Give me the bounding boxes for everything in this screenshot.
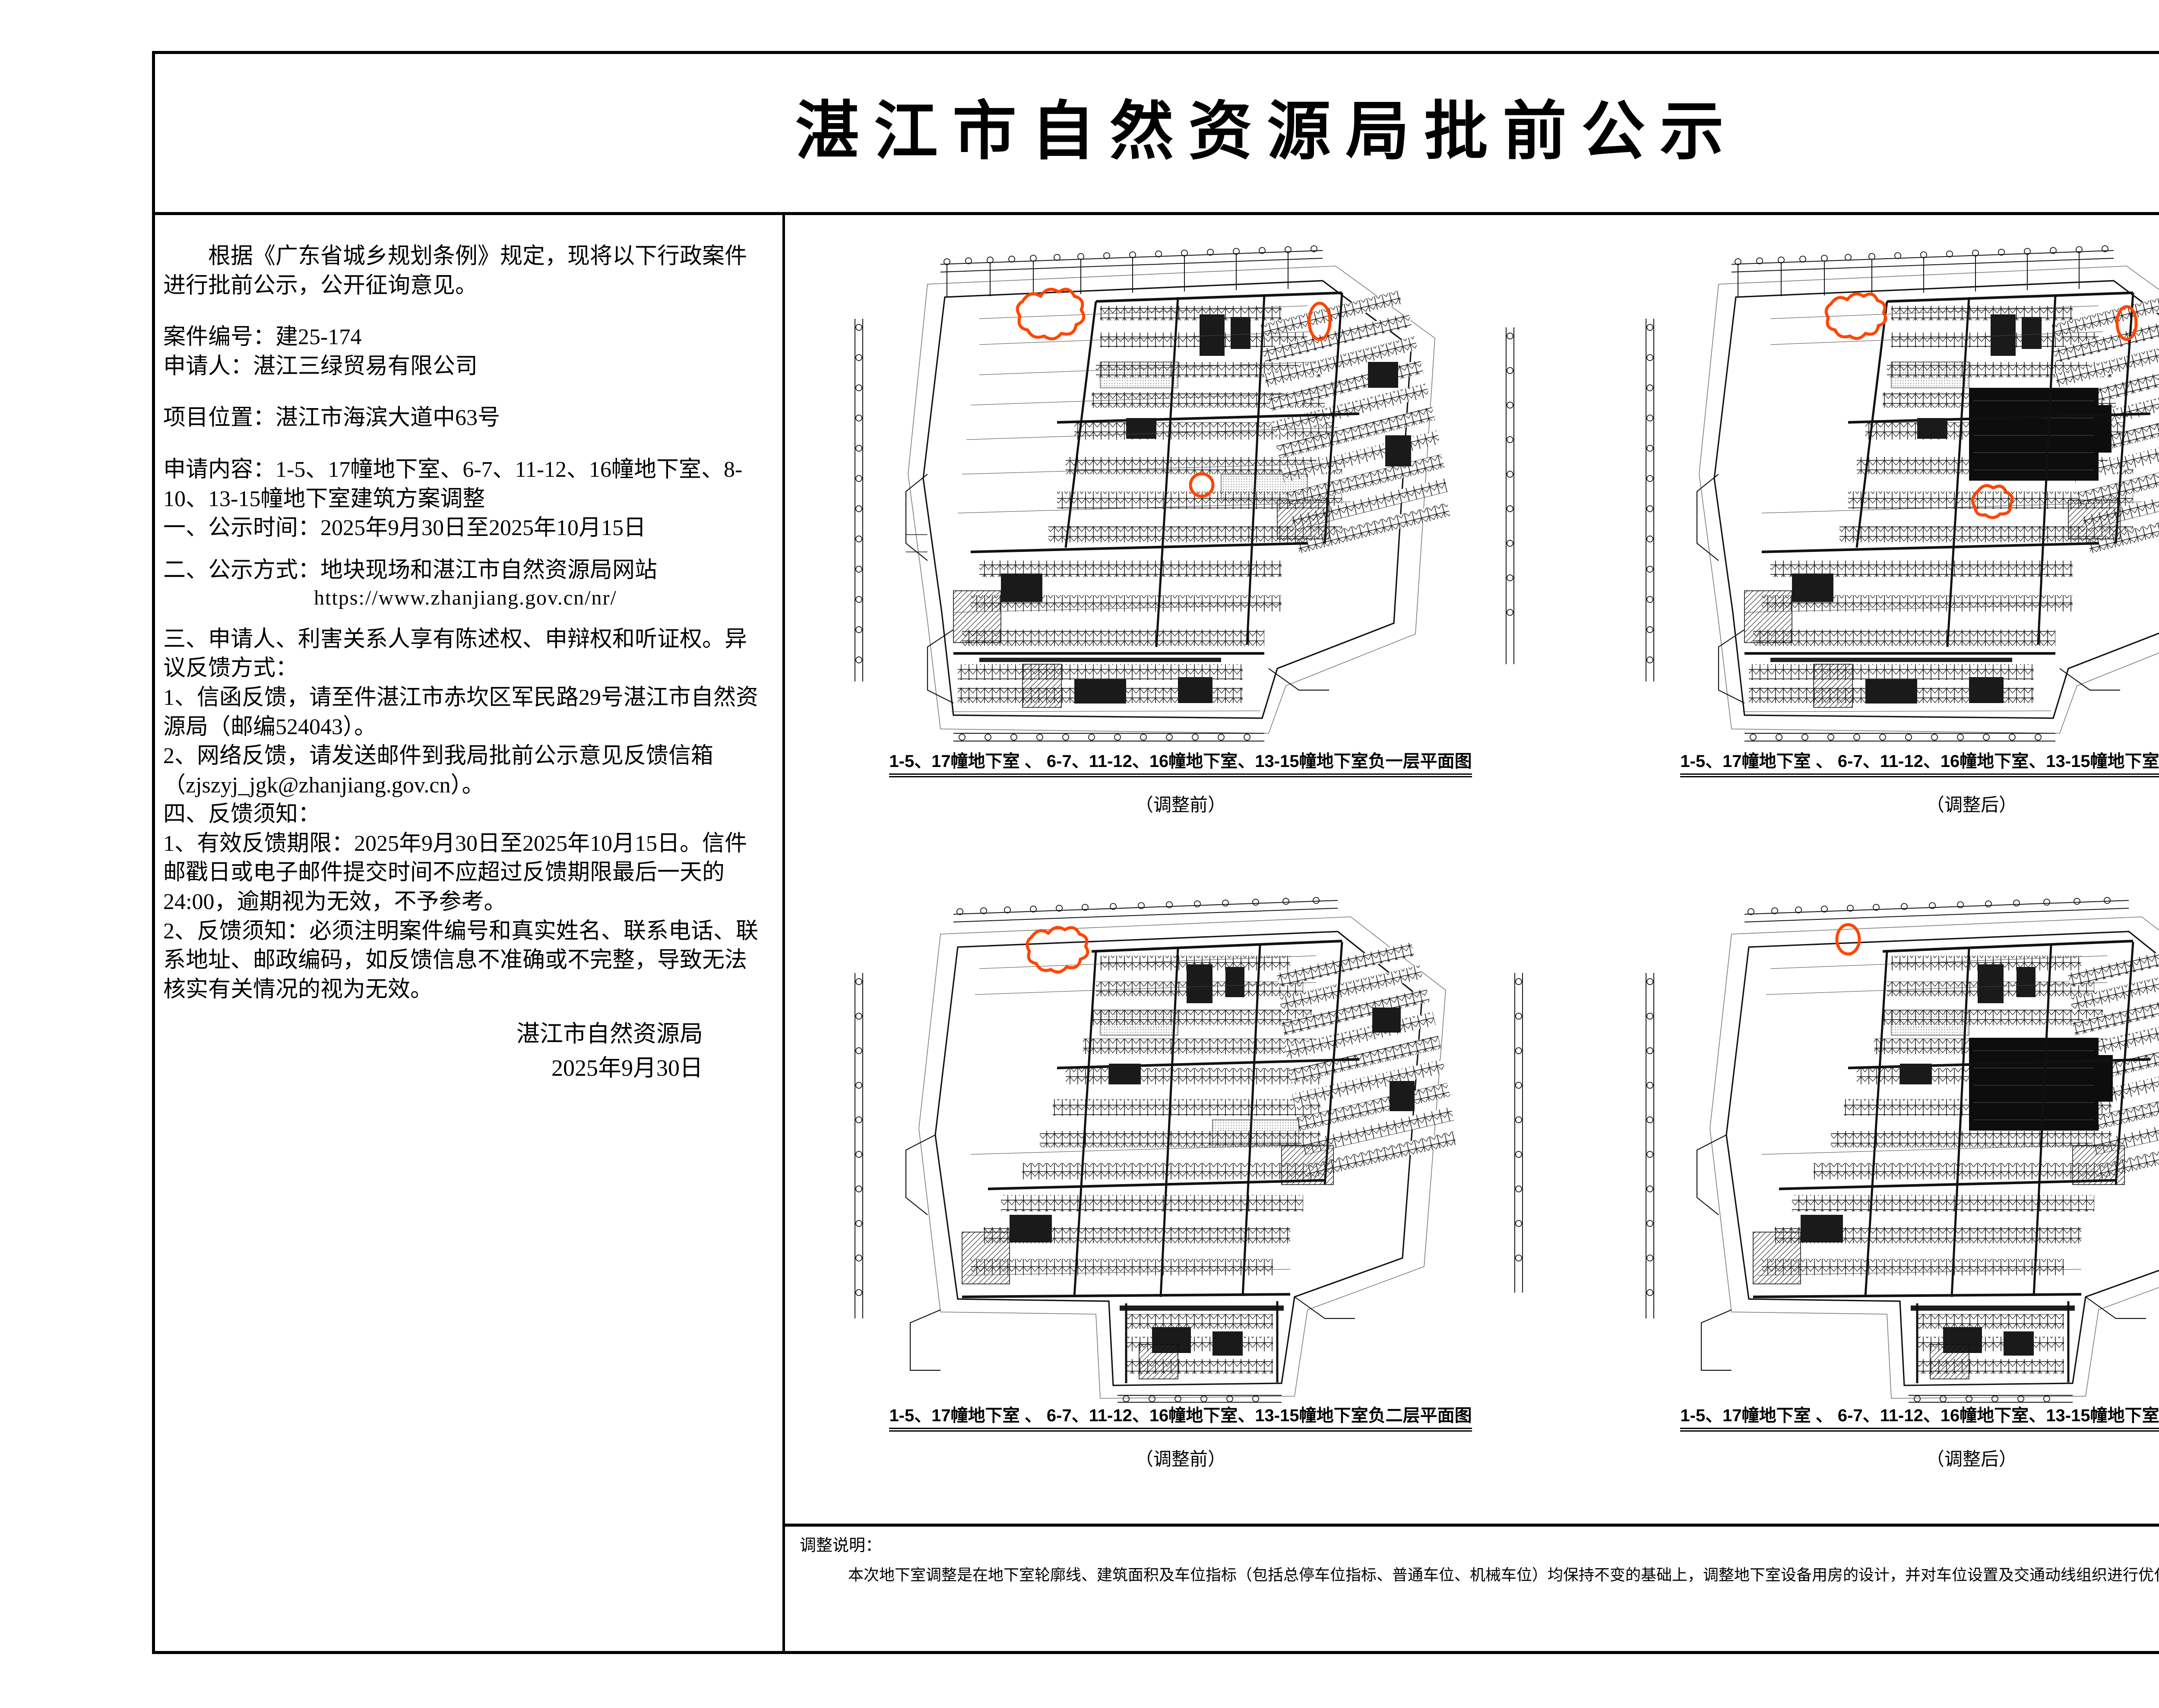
notice-website-url[interactable]: https://www.zhanjiang.gov.cn/nr/ (314, 586, 617, 610)
applicant-line: 申请人：湛江三绿贸易有限公司 (163, 352, 768, 381)
document-frame (152, 51, 2159, 1654)
caption-b1-after-sub: （调整后） (1926, 795, 2017, 815)
plan-drawing-svg (1589, 232, 2159, 755)
notice-item-3-2: 2、网络反馈，请发送邮件到我局批前公示意见反馈信箱（zjszyj_jgk@zha… (163, 744, 714, 798)
plan-quadrant-bottom-right: 1-5、17幢地下室 、 6-7、11-12、16幢地下室、13-15幢地下室负… (1576, 869, 2159, 1524)
applicant-label: 申请人： (163, 354, 253, 379)
caption-b1-after: 1-5、17幢地下室 、 6-7、11-12、16幢地下室、13-15幢地下室负… (1576, 747, 2159, 777)
notice-item-1: 一、公示时间：2025年9月30日至2025年10月15日 (163, 516, 646, 541)
adjustment-note-title: 调整说明： (800, 1537, 882, 1555)
caption-b2-before-sub: （调整前） (1135, 1450, 1226, 1470)
caption-b2-after: 1-5、17幢地下室 、 6-7、11-12、16幢地下室、13-15幢地下室负… (1576, 1401, 2159, 1432)
case-number-line: 案件编号：建25-174 (163, 323, 768, 352)
case-number-label: 案件编号： (163, 325, 276, 350)
location-line: 项目位置：湛江市海滨大道中63号 (163, 403, 768, 433)
applicant-value: 湛江三绿贸易有限公司 (253, 354, 478, 379)
caption-b2-after-sub: （调整后） (1926, 1450, 2017, 1470)
adjustment-note-box: 调整说明： 本次地下室调整是在地下室轮廓线、建筑面积及车位指标（包括总停车位指标… (785, 1524, 2159, 1654)
application-content-line: 申请内容：1-5、17幢地下室、6-7、11-12、16幢地下室、8-10、13… (163, 455, 768, 513)
plan-quadrant-top-right: 1-5、17幢地下室 、 6-7、11-12、16幢地下室、13-15幢地下室负… (1576, 215, 2159, 869)
application-content-label: 申请内容： (163, 457, 276, 482)
notice-item-4-2: 2、反馈须知：必须注明案件编号和真实姓名、联系电话、联系地址、邮政编码，如反馈信… (163, 919, 759, 1002)
application-content-value: 1-5、17幢地下室、6-7、11-12、16幢地下室、8-10、13-15幢地… (163, 457, 743, 511)
issue-date: 2025年9月30日 (551, 1055, 703, 1081)
adjustment-note-body: 本次地下室调整是在地下室轮廓线、建筑面积及车位指标（包括总停车位指标、普通车位、… (848, 1566, 2159, 1584)
column-divider (782, 215, 785, 1654)
adjusted-equipment-room (1969, 1038, 2113, 1131)
caption-b1-before: 1-5、17幢地下室 、 6-7、11-12、16幢地下室、13-15幢地下室负… (785, 747, 1576, 777)
notice-item-3-1: 1、信函反馈，请至件湛江市赤坎区军民路29号湛江市自然资源局（邮编524043）… (163, 685, 759, 739)
title-band: 湛江市自然资源局批前公示 (152, 51, 2159, 215)
location-value: 湛江市海滨大道中63号 (275, 406, 500, 431)
floor-plan-b1-before (798, 232, 1563, 755)
floor-plan-b2-after (1589, 887, 2159, 1409)
notice-item-4-1: 1、有效反馈期限：2025年9月30日至2025年10月15日。信件邮戳日或电子… (163, 831, 747, 915)
caption-b2-before: 1-5、17幢地下室 、 6-7、11-12、16幢地下室、13-15幢地下室负… (785, 1401, 1576, 1432)
floor-plan-b1-after (1589, 232, 2159, 755)
drawings-area: 1-5、17幢地下室 、 6-7、11-12、16幢地下室、13-15幢地下室负… (785, 215, 2159, 1524)
plan-quadrant-top-left: 1-5、17幢地下室 、 6-7、11-12、16幢地下室、13-15幢地下室负… (785, 215, 1576, 869)
location-label: 项目位置： (163, 406, 276, 431)
caption-b1-before-sub: （调整前） (1135, 795, 1226, 815)
notice-item-2: 二、公示方式：地块现场和湛江市自然资源局网站 (163, 558, 658, 583)
plan-quadrant-bottom-left: 1-5、17幢地下室 、 6-7、11-12、16幢地下室、13-15幢地下室负… (785, 869, 1576, 1524)
case-number-value: 建25-174 (275, 325, 362, 350)
page-title: 湛江市自然资源局批前公示 (795, 95, 1738, 167)
notice-item-4: 四、反馈须知： (163, 802, 321, 827)
signature-block: 湛江市自然资源局 2025年9月30日 (163, 1017, 768, 1085)
notice-intro: 根据《广东省城乡规划条例》规定，现将以下行政案件进行批前公示，公开征询意见。 (163, 244, 747, 298)
floor-plan-b2-before (798, 887, 1563, 1409)
notice-column: 根据《广东省城乡规划条例》规定，现将以下行政案件进行批前公示，公开征询意见。 案… (163, 242, 768, 1641)
adjusted-equipment-room (1969, 388, 2112, 481)
plan-drawing-svg (798, 232, 1563, 755)
plan-drawing-svg (798, 887, 1563, 1409)
notice-item-3: 三、申请人、利害关系人享有陈述权、申辩权和听证权。异议反馈方式： (163, 627, 747, 681)
plan-drawing-svg (1589, 887, 2159, 1409)
issuing-authority: 湛江市自然资源局 (516, 1021, 703, 1047)
